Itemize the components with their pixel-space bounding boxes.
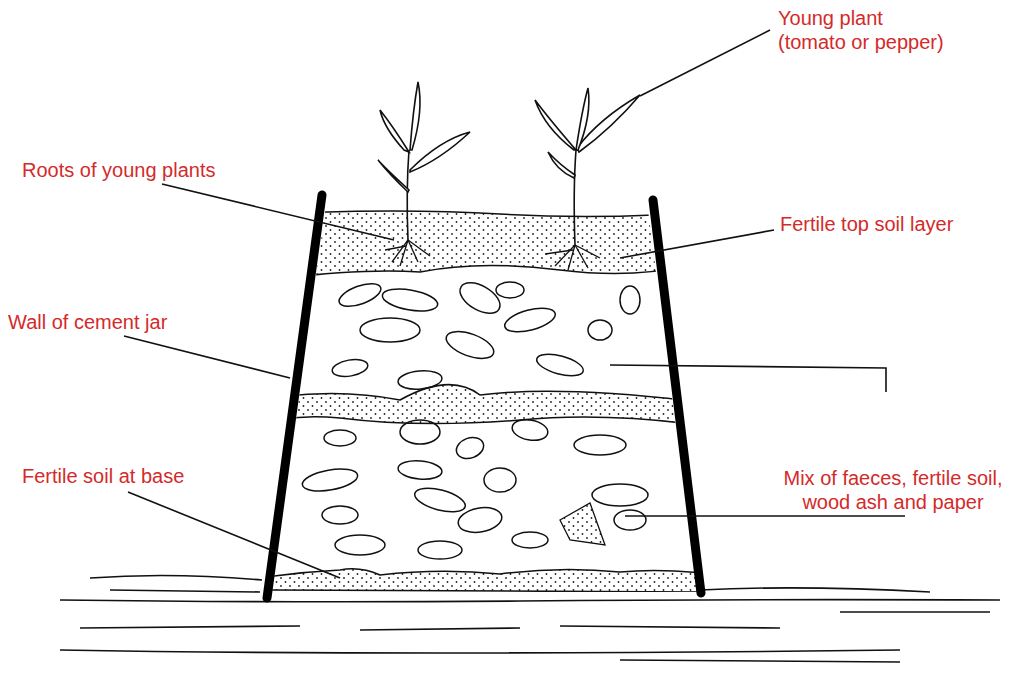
faeces-lump — [455, 277, 505, 320]
faeces-lump — [614, 510, 646, 530]
faeces-lump — [511, 417, 550, 443]
faeces-lump — [324, 430, 356, 446]
faeces-lump — [397, 459, 442, 481]
roots — [385, 240, 600, 270]
jar-wall — [653, 200, 701, 593]
faeces-lump — [534, 350, 585, 380]
part-label: Fertile soil at base — [22, 464, 184, 488]
faeces-lump — [336, 279, 384, 311]
faeces-lump — [496, 282, 524, 298]
faeces-lump — [588, 320, 612, 340]
young-plants — [378, 82, 640, 245]
top-soil — [270, 211, 700, 280]
faeces-lump — [620, 286, 640, 314]
faeces-lump — [397, 369, 442, 391]
faeces-lump — [574, 435, 626, 455]
faeces-lump — [412, 484, 467, 517]
faeces-lump — [456, 504, 503, 535]
faeces-lump — [331, 357, 369, 379]
faeces-lump — [592, 484, 648, 506]
faeces-lump — [322, 506, 358, 524]
faeces-lump — [443, 326, 498, 364]
faeces-lump — [418, 541, 462, 559]
jar-contents — [260, 211, 710, 592]
part-label: Mix of faeces, fertile soil, wood ash an… — [762, 466, 1024, 514]
part-label: Roots of young plants — [22, 158, 215, 182]
faeces-lump — [512, 532, 548, 548]
leader-lines — [124, 30, 905, 578]
faeces-lump — [301, 465, 360, 494]
part-label: Fertile top soil layer — [780, 212, 953, 236]
faeces-lump — [484, 468, 516, 492]
jar-wall — [267, 195, 322, 598]
part-label: Wall of cement jar — [8, 310, 167, 334]
part-label: Young plant (tomato or pepper) — [778, 6, 956, 54]
faeces-lump — [381, 285, 440, 314]
faeces-lump — [335, 535, 385, 555]
faeces-lump — [360, 318, 420, 342]
faeces-lump — [400, 420, 440, 444]
soil-stripe — [270, 385, 700, 425]
faeces-lump — [453, 434, 486, 462]
faeces-lump — [502, 304, 557, 337]
